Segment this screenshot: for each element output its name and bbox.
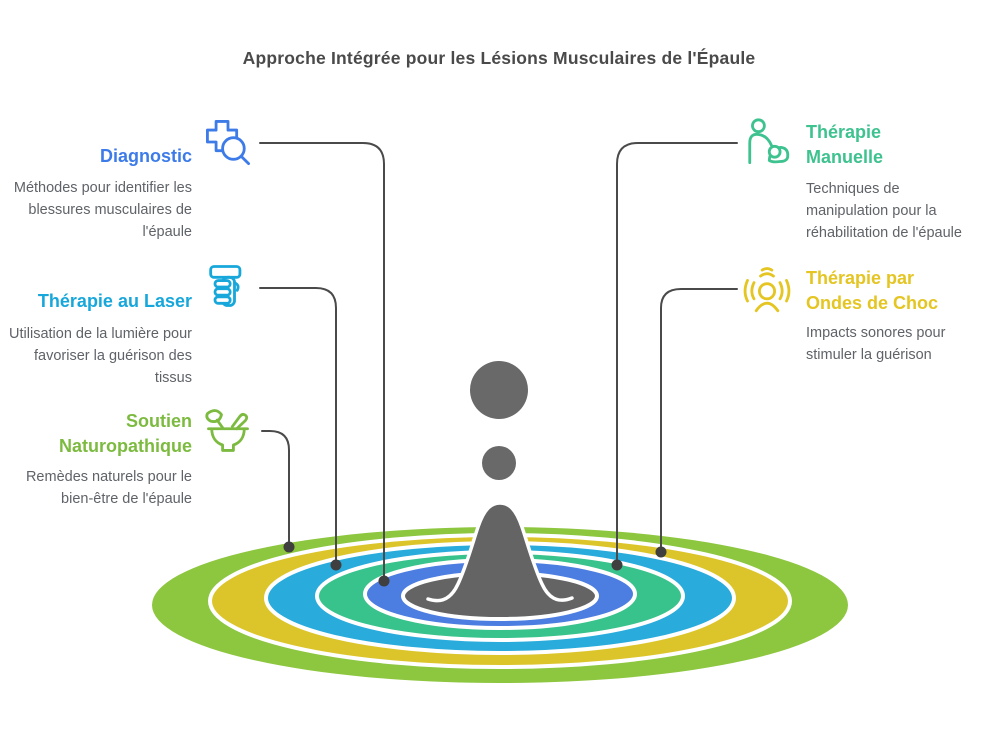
item-laser: Thérapie au Laser <box>8 289 192 314</box>
dot-shockwave <box>655 546 667 558</box>
connector-naturopathic <box>261 430 290 543</box>
item-naturopathic-description: Remèdes naturels pour le bien-être de l'… <box>25 469 192 507</box>
page-title: Approche Intégrée pour les Lésions Muscu… <box>242 48 756 68</box>
item-naturopathic: Soutien Naturopathique <box>8 409 192 459</box>
connector-laser <box>259 287 337 561</box>
ripple-ring-teal <box>315 550 685 642</box>
item-diagnostic-description: Méthodes pour identifier les blessures m… <box>13 180 192 240</box>
splash-peak <box>426 501 574 603</box>
ripple-ring-blue <box>363 558 637 630</box>
connector-dots <box>283 541 667 587</box>
item-shockwave-description: Impacts sonores pour stimuler la guériso… <box>806 325 946 363</box>
item-diagnostic-desc-block: Méthodes pour identifier les blessures m… <box>8 177 192 243</box>
item-laser-desc-block: Utilisation de la lumière pour favoriser… <box>8 323 192 389</box>
massage-person-icon <box>748 118 790 164</box>
connector-shockwave <box>660 288 738 548</box>
item-diagnostic-label: Diagnostic <box>99 146 192 166</box>
ripple-center-gray <box>401 571 599 621</box>
laser-handpiece-icon <box>209 265 242 307</box>
ripple-ring-green <box>152 527 848 683</box>
ripple-ring-cyan <box>264 541 736 655</box>
medical-cross-magnifier-icon <box>206 120 250 166</box>
item-naturopathic-label: Soutien Naturopathique <box>59 411 192 456</box>
item-manual-label: Thérapie Manuelle <box>806 122 884 167</box>
item-diagnostic: Diagnostic <box>8 144 192 169</box>
item-manual-description: Techniques de manipulation pour la réhab… <box>806 181 962 241</box>
dot-diagnostic <box>378 575 390 587</box>
ripple-ring-yellow <box>208 533 792 669</box>
dot-naturopathic <box>283 541 295 553</box>
item-laser-description: Utilisation de la lumière pour favoriser… <box>9 326 192 386</box>
item-manual: Thérapie Manuelle <box>806 120 984 170</box>
connector-lines <box>259 142 738 577</box>
item-shockwave: Thérapie par Ondes de Choc <box>806 266 984 316</box>
item-manual-desc-block: Techniques de manipulation pour la réhab… <box>806 178 984 244</box>
connector-diagnostic <box>259 142 385 577</box>
item-shockwave-desc-block: Impacts sonores pour stimuler la guériso… <box>806 322 984 366</box>
droplet-large <box>470 361 528 419</box>
item-naturopathic-desc-block: Remèdes naturels pour le bien-être de l'… <box>8 466 192 510</box>
item-shockwave-label: Thérapie par Ondes de Choc <box>806 268 939 313</box>
item-laser-label: Thérapie au Laser <box>37 291 192 311</box>
connector-manual <box>616 142 738 561</box>
mortar-pestle-leaf-icon <box>205 409 249 452</box>
droplet-small <box>482 446 516 480</box>
dot-laser <box>330 559 342 571</box>
dot-manual <box>611 559 623 571</box>
shockwave-circle-icon <box>743 267 791 313</box>
